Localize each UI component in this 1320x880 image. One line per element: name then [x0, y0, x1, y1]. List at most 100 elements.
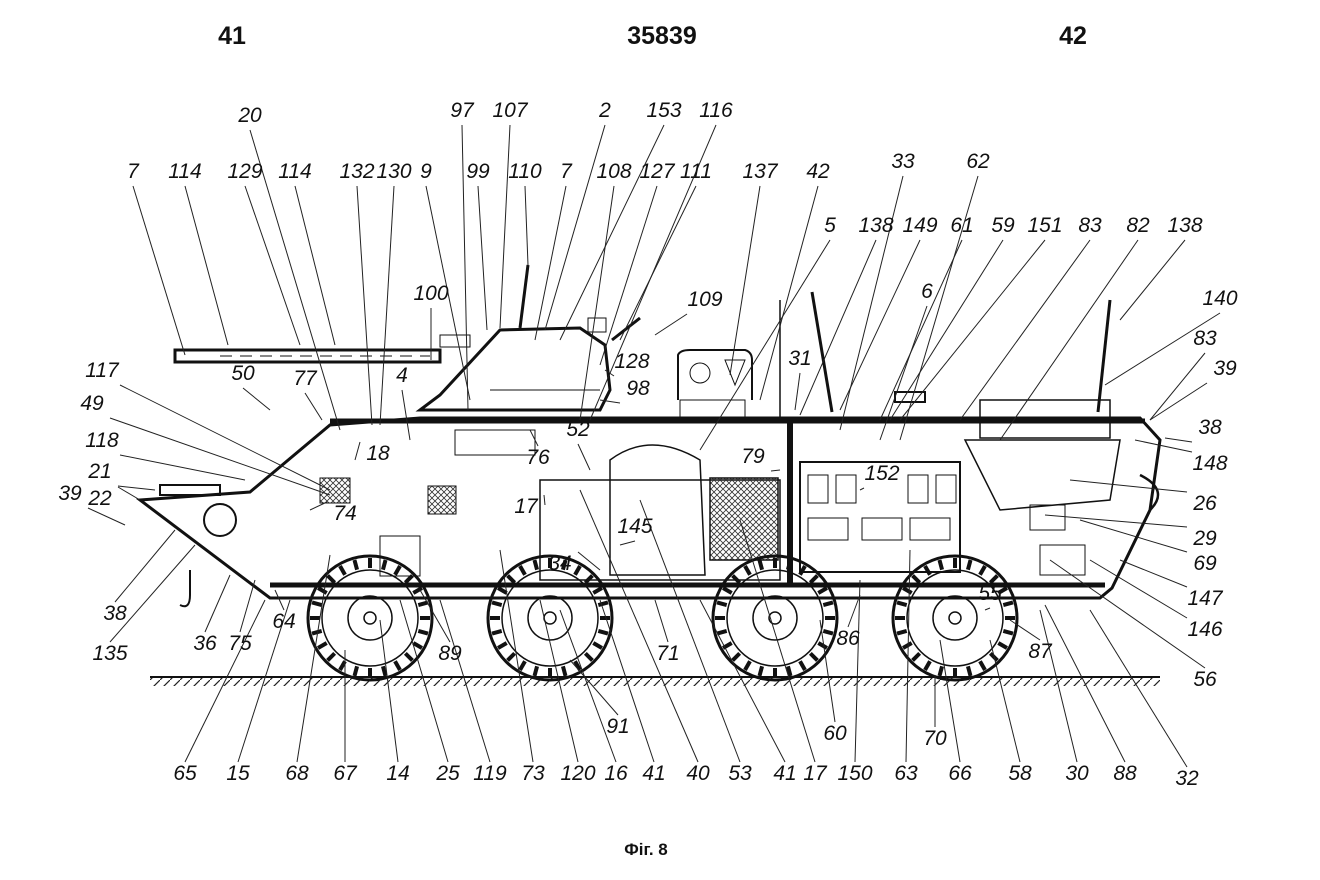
leader-line	[559, 609, 617, 763]
leader-line	[699, 239, 831, 451]
leader-line	[119, 384, 331, 491]
callout-label: 114	[278, 160, 311, 183]
callout-label: 32	[1175, 767, 1199, 790]
callout-label: 147	[1187, 587, 1223, 610]
leader-line	[1149, 352, 1206, 421]
leader-line	[654, 313, 688, 336]
callout-label: 50	[231, 362, 255, 385]
leader-line	[304, 392, 323, 421]
leader-line	[419, 589, 451, 643]
callout-label: 114	[168, 160, 201, 183]
callout-label: 146	[1187, 618, 1222, 641]
leader-line	[1044, 604, 1126, 763]
callout-label: 138	[858, 214, 893, 237]
callout-label: 33	[891, 150, 915, 173]
leader-line	[739, 519, 816, 763]
leader-line	[579, 185, 615, 421]
callout-label: 64	[272, 610, 295, 633]
callout-label: 14	[386, 762, 409, 785]
leader-line	[879, 239, 963, 421]
callout-label: 110	[508, 160, 542, 183]
leader-line	[1119, 239, 1186, 321]
leader-line	[639, 499, 741, 763]
callout-label: 42	[806, 160, 830, 183]
leader-line	[839, 175, 904, 431]
leader-line	[989, 639, 1021, 763]
callout-label: 65	[173, 762, 197, 785]
callout-label: 22	[87, 487, 112, 510]
wheel	[306, 554, 434, 682]
page-number-left: 41	[218, 22, 246, 50]
leader-line	[1069, 479, 1188, 493]
front-hatches	[159, 291, 1112, 496]
callout-label: 116	[699, 99, 733, 122]
callout-label: 15	[226, 762, 250, 785]
leader-line	[296, 554, 331, 763]
leader-line	[439, 599, 491, 763]
leader-line	[654, 599, 669, 643]
callout-label: 98	[626, 377, 650, 400]
callout-label: 71	[656, 642, 679, 665]
callout-label: 99	[466, 160, 490, 183]
leader-line	[204, 574, 231, 633]
leader-line	[939, 639, 961, 763]
callout-label: 120	[560, 762, 595, 785]
leader-line	[1089, 609, 1188, 768]
leader-line	[599, 399, 621, 404]
callout-label: 7	[560, 160, 573, 183]
callout-label: 118	[85, 429, 119, 452]
leader-line	[356, 185, 373, 426]
callout-label: 18	[366, 442, 390, 465]
callout-label: 60	[823, 722, 847, 745]
leader-line	[999, 239, 1139, 441]
callout-label: 132	[339, 160, 374, 183]
callout-label: 150	[837, 762, 872, 785]
callout-label: 129	[227, 160, 262, 183]
leader-line	[729, 185, 761, 376]
winch	[179, 503, 237, 608]
callout-label: 39	[58, 482, 82, 505]
callout-label: 140	[1202, 287, 1237, 310]
callout-label: 17	[514, 495, 539, 518]
callout-label: 26	[1192, 492, 1217, 515]
callout-label: 17	[803, 762, 828, 785]
leader-line	[237, 599, 291, 763]
leader-line	[461, 124, 469, 411]
leader-line	[524, 185, 529, 266]
figure-caption: Фіг. 8	[624, 840, 668, 859]
leader-line	[114, 529, 176, 603]
callout-label: 39	[1213, 357, 1237, 380]
callout-label: 111	[680, 160, 712, 183]
leader-line	[132, 185, 186, 356]
callout-label: 25	[435, 762, 460, 785]
callout-label: 59	[991, 214, 1015, 237]
leader-line	[577, 443, 591, 471]
callout-label: 91	[606, 715, 629, 738]
callout-label: 67	[333, 762, 358, 785]
turret	[173, 264, 641, 412]
leader-line	[1134, 439, 1193, 453]
callout-label: 149	[902, 214, 937, 237]
callout-label: 4	[396, 364, 408, 387]
leader-line	[559, 124, 665, 341]
callout-label: 89	[438, 642, 462, 665]
leader-line	[1164, 437, 1193, 443]
wheel	[711, 554, 839, 682]
callout-label: 55	[978, 582, 1002, 605]
callout-label: 74	[333, 502, 356, 525]
leader-line	[477, 185, 488, 331]
callout-label: 83	[1078, 214, 1102, 237]
callout-label: 38	[103, 602, 127, 625]
callout-label: 6	[921, 280, 933, 303]
callout-label: 152	[864, 462, 899, 485]
hull	[135, 349, 1162, 600]
callout-label: 21	[87, 460, 111, 483]
callout-label: 70	[923, 727, 947, 750]
wheels	[306, 554, 1019, 682]
callout-label: 145	[617, 515, 652, 538]
callout-label: 63	[894, 762, 918, 785]
callout-label: 100	[413, 282, 448, 305]
leader-line	[604, 369, 615, 377]
